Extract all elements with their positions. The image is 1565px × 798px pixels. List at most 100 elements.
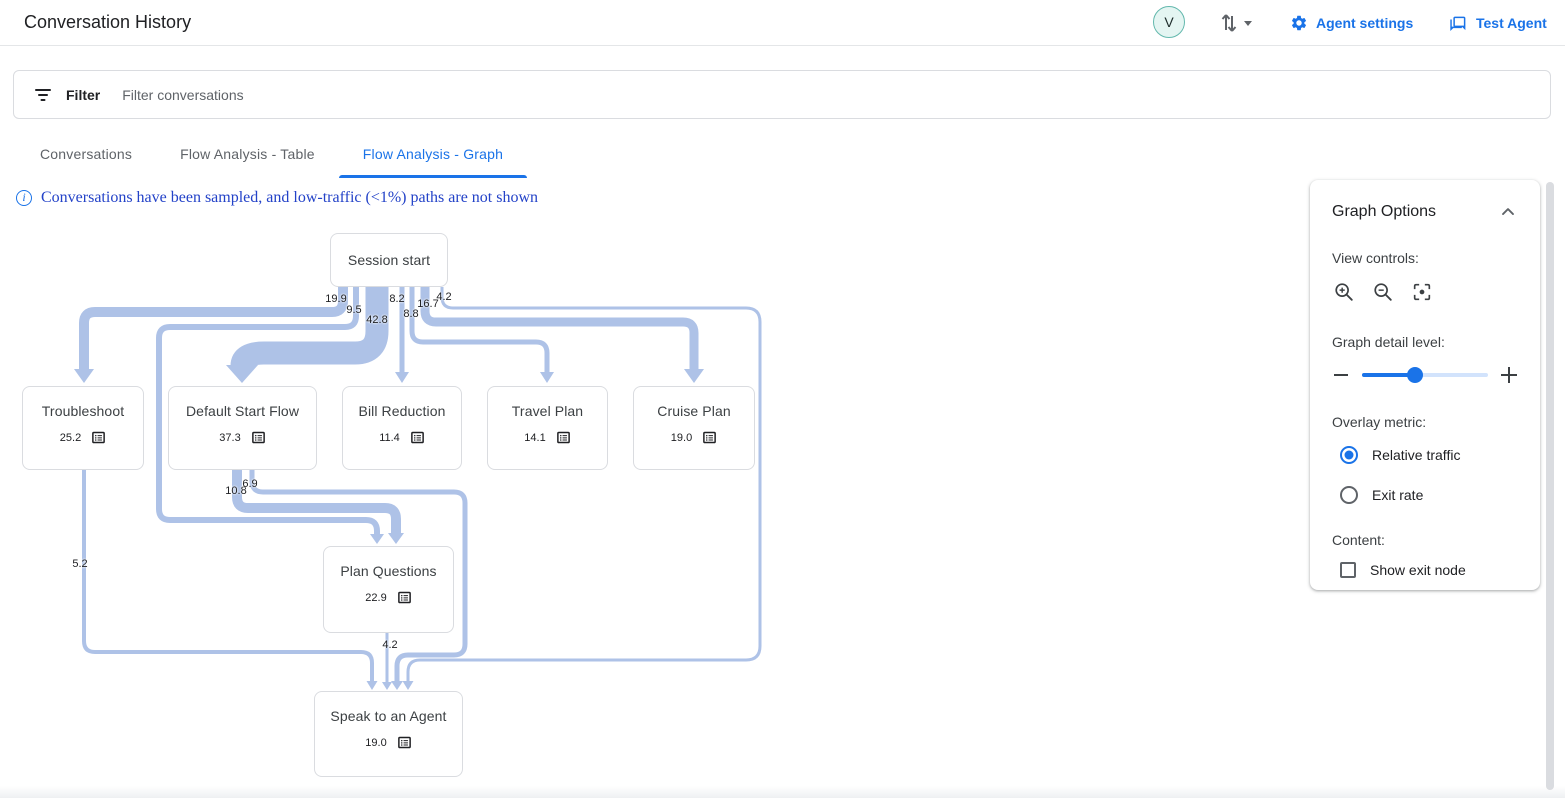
center-focus-icon <box>1413 283 1431 301</box>
forum-icon <box>1450 16 1466 31</box>
flow-edge-default_start_flow-to-speak_to_agent <box>249 470 468 682</box>
detail-level-slider[interactable] <box>1362 367 1488 383</box>
filter-conversations-input[interactable] <box>122 86 1550 103</box>
flow-node-bill_reduction[interactable]: Bill Reduction 11.4 <box>342 386 462 470</box>
detail-decrease-button[interactable] <box>1332 366 1350 384</box>
node-value-row: 19.0 <box>365 735 411 750</box>
node-value-row: 11.4 <box>379 430 425 445</box>
flow-edge-session_start-to-plan_questions <box>156 287 380 536</box>
flow-arrowhead <box>366 681 378 690</box>
agent-settings-button[interactable]: Agent settings <box>1290 8 1413 38</box>
sampling-notice-text: Conversations have been sampled, and low… <box>41 189 539 206</box>
flow-arrowhead <box>226 365 258 383</box>
content-label: Content: <box>1332 532 1385 548</box>
table-icon[interactable] <box>702 430 717 445</box>
vertical-scrollbar[interactable] <box>1546 182 1554 790</box>
test-agent-button[interactable]: Test Agent <box>1450 8 1547 38</box>
checkbox-show-exit-node[interactable]: Show exit node <box>1340 562 1518 578</box>
info-icon: i <box>16 190 32 206</box>
node-value-row: 25.2 <box>60 430 106 445</box>
center-graph-button[interactable] <box>1410 280 1434 304</box>
table-icon[interactable] <box>251 430 266 445</box>
node-value-row: 14.1 <box>524 430 570 445</box>
flow-arrowhead <box>391 681 403 690</box>
sort-button[interactable] <box>1218 8 1260 38</box>
checkbox-box <box>1340 562 1356 578</box>
radio-circle <box>1340 486 1358 504</box>
app-header: Conversation History V Agent settings Te… <box>0 0 1565 46</box>
flow-node-session_start[interactable]: Session start <box>330 233 448 287</box>
edge-label-session_start-to-troubleshoot: 19.9 <box>325 293 347 305</box>
edge-label-session_start-to-plan_questions: 9.5 <box>346 304 362 316</box>
table-icon[interactable] <box>397 735 412 750</box>
filter-icon <box>34 88 52 102</box>
node-value: 19.0 <box>670 431 693 444</box>
flow-node-plan_questions[interactable]: Plan Questions 22.9 <box>323 546 454 633</box>
horizontal-scrollbar-track <box>0 786 1565 798</box>
flow-arrowhead <box>388 533 404 544</box>
flow-edge-session_start-to-troubleshoot <box>79 287 348 370</box>
node-value: 14.1 <box>524 431 546 444</box>
agent-settings-label: Agent settings <box>1316 15 1414 31</box>
flow-arrowhead <box>382 682 392 690</box>
node-title: Speak to an Agent <box>330 708 447 724</box>
flow-arrowhead <box>74 369 94 383</box>
slider-thumb[interactable] <box>1406 367 1423 383</box>
edge-label-session_start-to-speak_to_agent: 4.2 <box>436 291 452 303</box>
avatar[interactable]: V <box>1153 6 1185 38</box>
tab-flow-analysis-graph[interactable]: Flow Analysis - Graph <box>338 133 528 178</box>
flow-edge-session_start-to-cruise_plan <box>420 287 699 370</box>
table-icon[interactable] <box>91 430 106 445</box>
node-value-row: 22.9 <box>365 590 411 605</box>
checkbox-label: Show exit node <box>1370 562 1466 578</box>
flow-arrowhead <box>402 681 414 690</box>
node-value: 11.4 <box>379 431 400 444</box>
flow-node-travel_plan[interactable]: Travel Plan 14.1 <box>487 386 608 470</box>
tab-flow-analysis-table[interactable]: Flow Analysis - Table <box>180 146 315 162</box>
table-icon[interactable] <box>410 430 425 445</box>
graph-detail-label: Graph detail level: <box>1332 334 1445 350</box>
gear-icon <box>1291 15 1307 31</box>
edge-label-troubleshoot-to-speak_to_agent: 5.2 <box>72 558 88 570</box>
flow-edge-session_start-to-speak_to_agent <box>406 287 762 682</box>
node-value-row: 37.3 <box>219 430 265 445</box>
zoom-in-button[interactable] <box>1332 280 1356 304</box>
caret-down-icon <box>1244 21 1252 26</box>
test-agent-label: Test Agent <box>1476 15 1547 31</box>
flow-arrowhead <box>540 372 554 383</box>
edge-label-session_start-to-bill_reduction: 8.2 <box>389 293 405 305</box>
tab-bar: Conversations Flow Analysis - Table Flow A… <box>16 133 528 178</box>
node-title: Bill Reduction <box>358 403 446 419</box>
import-export-icon <box>1221 14 1252 32</box>
page-title: Conversation History <box>24 12 192 32</box>
node-value: 25.2 <box>59 431 82 444</box>
filter-bar: Filter <box>13 70 1551 119</box>
collapse-chevron-up-icon[interactable] <box>1498 202 1518 222</box>
radio-label: Relative traffic <box>1372 447 1461 463</box>
node-value: 37.3 <box>219 431 241 444</box>
flow-node-speak_to_agent[interactable]: Speak to an Agent 19.0 <box>314 691 463 777</box>
node-value-row: 19.0 <box>671 430 717 445</box>
table-icon[interactable] <box>397 590 412 605</box>
overlay-metric-label: Overlay metric: <box>1332 414 1427 430</box>
flow-edge-default_start_flow-to-plan_questions <box>232 470 401 535</box>
node-title: Travel Plan <box>511 403 584 419</box>
sampling-notice: i Conversations have been sampled, and l… <box>16 189 538 207</box>
tab-conversations[interactable]: Conversations <box>40 146 133 162</box>
table-icon[interactable] <box>556 430 571 445</box>
zoom-out-button[interactable] <box>1371 280 1395 304</box>
zoom-out-icon <box>1374 283 1392 301</box>
radio-exit-rate[interactable]: Exit rate <box>1340 486 1518 504</box>
view-controls-label: View controls: <box>1332 250 1419 266</box>
filter-label: Filter <box>66 86 101 103</box>
node-title: Plan Questions <box>340 563 437 579</box>
radio-relative-traffic[interactable]: Relative traffic <box>1340 446 1518 464</box>
node-value: 22.9 <box>365 591 387 604</box>
detail-increase-button[interactable] <box>1500 366 1518 384</box>
